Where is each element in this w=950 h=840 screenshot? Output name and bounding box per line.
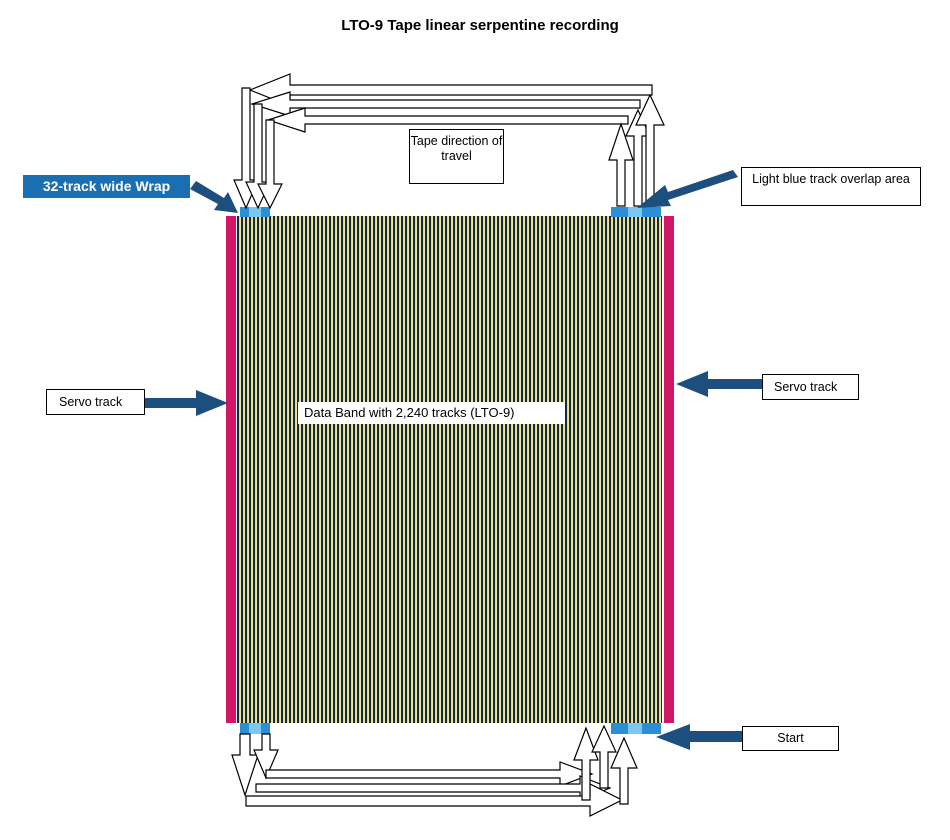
- start-label: Start: [742, 726, 839, 751]
- right-up-arrow-inner: [608, 122, 634, 207]
- overlap-label: Light blue track overlap area: [741, 167, 921, 206]
- data-band-label: Data Band with 2,240 tracks (LTO-9): [298, 402, 565, 424]
- servo-right-label-text: Servo track: [774, 380, 838, 394]
- servo-left-label-text: Servo track: [59, 395, 123, 409]
- wrap-label: 32-track wide Wrap: [23, 175, 190, 198]
- overlap-top-right-light: [628, 207, 642, 217]
- pointer-servo-left: [145, 390, 228, 416]
- bottom-right-up-arrow-inner: [610, 736, 638, 805]
- pointer-start: [656, 724, 742, 750]
- pointer-wrap: [190, 181, 238, 213]
- start-label-text: Start: [777, 731, 804, 745]
- overlap-top-left-light: [249, 207, 261, 217]
- overlap-bottom-left-light: [249, 723, 261, 734]
- servo-left-label: Servo track: [46, 389, 145, 415]
- left-down-arrow-inner: [257, 119, 283, 210]
- pointer-overlap: [637, 170, 738, 208]
- servo-track-right: [664, 216, 674, 723]
- servo-track-left: [226, 216, 236, 723]
- overlap-label-text: Light blue track overlap area: [752, 172, 910, 186]
- overlap-bottom-right-light: [628, 723, 642, 734]
- bottom-right-up-arrow-outer: [573, 726, 599, 801]
- servo-right-label: Servo track: [762, 374, 859, 400]
- direction-label-text: Tape direction of travel: [410, 134, 503, 163]
- top-arrow-middle: [250, 91, 641, 117]
- top-arrow-inner: [266, 107, 629, 133]
- right-up-arrow-outer: [635, 93, 665, 207]
- bottom-arrow-inner: [265, 761, 594, 787]
- diagram-title: LTO-9 Tape linear serpentine recording: [341, 17, 619, 34]
- pointer-servo-right: [676, 371, 762, 397]
- bottom-left-down-arrow-inner: [253, 733, 279, 780]
- data-band: [237, 216, 662, 723]
- direction-label: Tape direction of travel: [409, 129, 504, 184]
- bottom-right-up-arrow-middle: [591, 724, 617, 789]
- bottom-left-down-arrow-outer: [231, 733, 259, 797]
